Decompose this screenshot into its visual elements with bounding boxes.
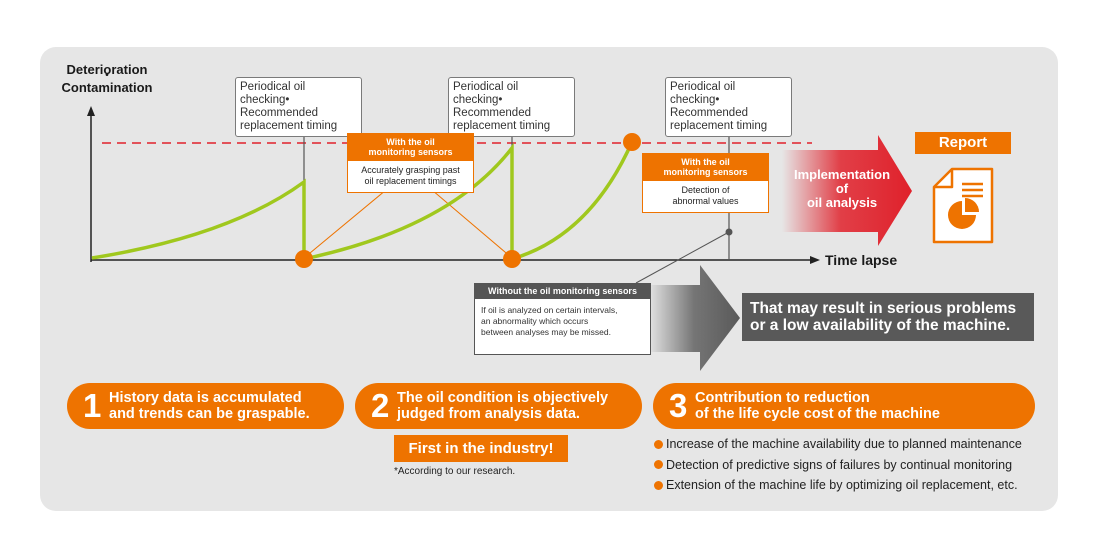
point-text: The oil condition is objectively judged …	[397, 390, 608, 422]
problem-box: That may result in serious problems or a…	[742, 293, 1034, 341]
point-line: judged from analysis data.	[397, 406, 580, 422]
footnote: *According to our research.	[394, 466, 516, 477]
point-number: 3	[669, 387, 688, 424]
with-sensors-box: With the oil monitoring sensors Accurate…	[347, 133, 474, 193]
periodical-check-callout: Periodical oil checking• Recommended rep…	[235, 77, 362, 137]
report-document-pie-icon	[932, 167, 994, 244]
body-line: between analyses may be missed.	[481, 327, 611, 337]
header-line: With the oil	[386, 137, 435, 147]
with-sensors-header: With the oil monitoring sensors	[643, 154, 768, 181]
benefit-text: Increase of the machine availability due…	[666, 437, 1022, 451]
callout-line: Periodical oil checking•	[453, 81, 519, 106]
benefit-item: Detection of predictive signs of failure…	[654, 455, 1022, 476]
callout-line: Recommended	[670, 107, 748, 119]
implementation-line: of	[835, 181, 849, 196]
point-text: History data is accumulated and trends c…	[109, 390, 310, 422]
benefits-list: Increase of the machine availability due…	[654, 434, 1022, 496]
implementation-line: oil analysis	[806, 195, 878, 210]
deterioration-curve-3	[511, 141, 634, 261]
point-line: and trends can be graspable.	[109, 406, 310, 422]
point-3-pill: 3 Contribution to reduction of the life …	[653, 383, 1035, 429]
with-sensors-body: Accurately grasping past oil replacement…	[348, 161, 473, 192]
point-1-pill: 1 History data is accumulated and trends…	[67, 383, 344, 429]
result-arrow	[648, 265, 740, 371]
missed-detection-dot	[725, 228, 733, 236]
callout-line: Recommended	[240, 107, 318, 119]
implementation-label: Implementation of oil analysis	[786, 168, 898, 210]
implementation-arrow	[782, 135, 912, 246]
body-line: abnormal values	[672, 196, 739, 206]
benefit-text: Detection of predictive signs of failure…	[666, 457, 1013, 472]
y-axis-arrowhead	[87, 106, 95, 116]
benefit-text: Extension of the machine life by optimiz…	[666, 478, 1018, 492]
header-line: monitoring sensors	[663, 167, 748, 177]
callout-line: replacement timing	[240, 120, 338, 132]
missed-detection-line	[635, 231, 730, 284]
body-line: Detection of	[681, 185, 730, 195]
connector-line	[303, 189, 387, 259]
with-sensors-box: With the oil monitoring sensors Detectio…	[642, 153, 769, 213]
benefit-item: Increase of the machine availability due…	[654, 434, 1022, 455]
without-sensors-header: Without the oil monitoring sensors	[475, 284, 650, 299]
abnormal-value-marker	[623, 133, 641, 151]
without-sensors-body: If oil is analyzed on certain intervals,…	[475, 299, 650, 338]
body-line: oil replacement timings	[364, 176, 457, 186]
with-sensors-header: With the oil monitoring sensors	[348, 134, 473, 161]
body-line: Accurately grasping past	[361, 165, 460, 175]
periodical-check-callout: Periodical oil checking• Recommended rep…	[665, 77, 792, 137]
y-axis-label: Deterioration • Contamination	[52, 62, 162, 95]
without-sensors-box: Without the oil monitoring sensors If oi…	[474, 283, 651, 355]
callout-line: replacement timing	[453, 120, 551, 132]
x-axis-arrowhead	[810, 256, 820, 264]
deterioration-curve-2	[303, 142, 514, 261]
bullet-icon	[654, 480, 663, 490]
header-line: monitoring sensors	[368, 147, 453, 157]
connector-line	[431, 189, 513, 259]
callout-line: replacement timing	[670, 120, 768, 132]
body-line: an abnormality which occurs	[481, 316, 589, 326]
y-axis-label-line2: Contamination	[61, 80, 153, 95]
report-label: Report	[915, 132, 1011, 154]
x-axis-label: Time lapse	[825, 252, 898, 268]
point-line: The oil condition is objectively	[397, 390, 609, 406]
benefit-item: Extension of the machine life by optimiz…	[654, 475, 1022, 496]
point-text: Contribution to reduction of the life cy…	[695, 390, 940, 422]
oil-replacement-marker	[295, 250, 313, 268]
y-axis-label-separator: •	[105, 70, 109, 81]
callout-line: Periodical oil checking•	[240, 81, 306, 106]
bullet-icon	[654, 439, 663, 449]
body-line: If oil is analyzed on certain intervals,	[481, 305, 618, 315]
oil-replacement-marker	[503, 250, 521, 268]
point-line: Contribution to reduction	[695, 390, 870, 406]
point-2-pill: 2 The oil condition is objectively judge…	[355, 383, 642, 429]
first-in-industry-badge: First in the industry!	[394, 435, 568, 462]
problem-line: That may result in serious problems	[750, 300, 1017, 317]
y-axis-label-line1: Deterioration	[66, 62, 148, 77]
callout-line: Recommended	[453, 107, 531, 119]
point-line: History data is accumulated	[109, 390, 302, 406]
callout-line: Periodical oil checking•	[670, 81, 736, 106]
point-line: of the life cycle cost of the machine	[695, 406, 940, 422]
bullet-icon	[654, 460, 663, 470]
problem-line: or a low availability of the machine.	[750, 317, 1011, 334]
deterioration-curve-1	[91, 178, 306, 260]
periodical-check-callout: Periodical oil checking• Recommended rep…	[448, 77, 575, 137]
implementation-line: Implementation	[793, 167, 891, 182]
point-number: 2	[371, 387, 390, 424]
point-number: 1	[83, 387, 102, 424]
header-line: With the oil	[681, 157, 730, 167]
with-sensors-body: Detection of abnormal values	[643, 181, 768, 212]
